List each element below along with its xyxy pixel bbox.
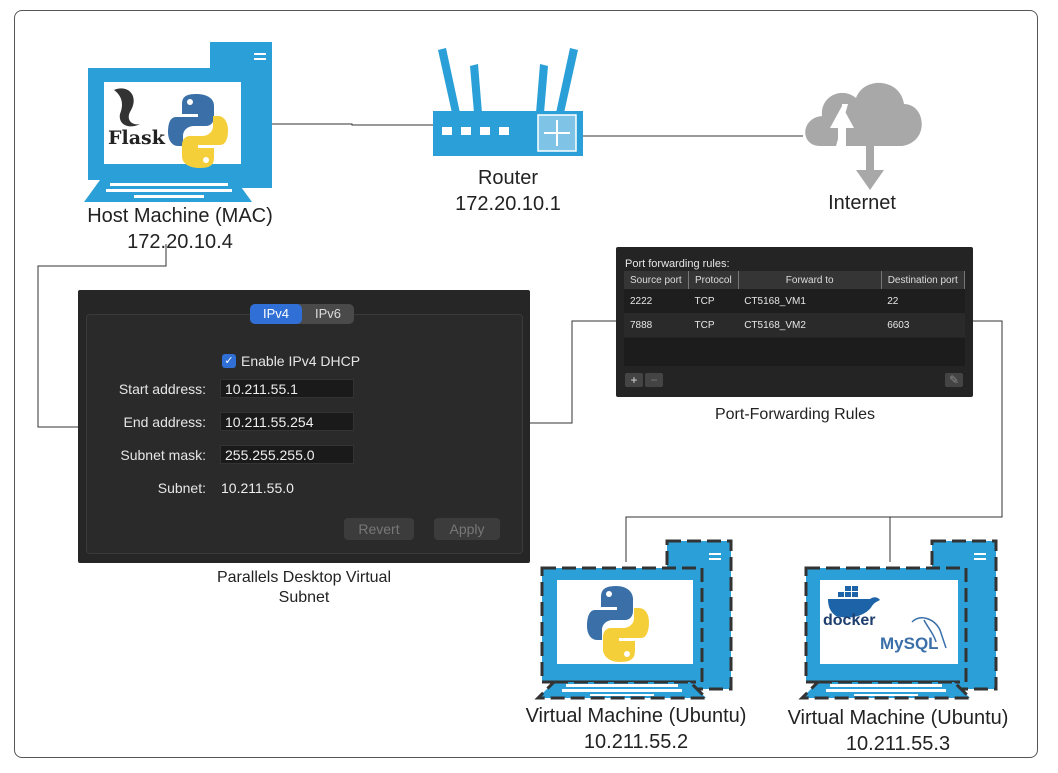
cell-forward-to: CT5168_VM2 [738, 313, 882, 337]
port-forwarding-caption: Port-Forwarding Rules [714, 406, 876, 423]
end-address-field[interactable]: 10.211.55.254 [220, 412, 354, 431]
col-destination-port[interactable]: Destination port [881, 271, 966, 289]
docker-whale-icon [828, 586, 880, 618]
table-row[interactable]: 7888 TCP CT5168_VM2 6603 [624, 313, 965, 337]
table-empty-area [624, 338, 965, 366]
ip-version-segmented-control: IPv4 IPv6 [250, 304, 354, 324]
table-row[interactable]: 2222 TCP CT5168_VM1 22 [624, 289, 965, 313]
tab-ipv6[interactable]: IPv6 [314, 306, 341, 321]
vm1-ip: 10.211.55.2 [583, 731, 689, 753]
revert-button[interactable]: Revert [344, 518, 414, 540]
dhcp-label: Enable IPv4 DHCP [241, 353, 361, 369]
cell-forward-to: CT5168_VM1 [738, 289, 882, 313]
subnet-portforward-link [530, 320, 616, 424]
docker-logo-text: docker [823, 612, 876, 629]
host-computer-icon [84, 42, 272, 202]
host-subnet-link [37, 244, 167, 428]
port-forwarding-panel: Port forwarding rules: Source port Proto… [616, 247, 973, 397]
cell-destination-port: 6603 [881, 313, 965, 337]
add-rule-button[interactable]: + [625, 373, 643, 387]
diagram-frame [14, 10, 1038, 758]
portforward-vm-link [625, 320, 1003, 562]
host-label: Host Machine (MAC) [87, 205, 273, 227]
router-ip: 172.20.10.1 [455, 193, 561, 215]
vm2-computer-icon [798, 539, 998, 700]
cell-source-port: 2222 [624, 289, 689, 313]
python-logo-icon [587, 586, 649, 662]
edit-rule-button[interactable]: ✎ [945, 373, 963, 387]
port-forwarding-table: Source port Protocol Forward to Destinat… [624, 271, 966, 337]
subnet-caption-line1: Parallels Desktop Virtual [216, 569, 391, 586]
tab-ipv4[interactable]: IPv4 [250, 304, 302, 324]
cloud-icon [805, 82, 922, 190]
vm2-ip: 10.211.55.3 [845, 733, 951, 755]
col-source-port[interactable]: Source port [624, 271, 689, 289]
col-forward-to[interactable]: Forward to [738, 271, 882, 289]
port-forwarding-title: Port forwarding rules: [625, 258, 730, 270]
end-address-label: End address: [123, 414, 207, 430]
connector-lines [37, 123, 1003, 562]
col-protocol[interactable]: Protocol [688, 271, 739, 289]
host-router-link [272, 123, 433, 126]
host-ip: 172.20.10.4 [127, 231, 233, 253]
subnet-settings-box [86, 314, 523, 554]
apply-button[interactable]: Apply [434, 518, 500, 540]
flask-logo-text: Flask [108, 127, 165, 149]
start-address-label: Start address: [118, 381, 206, 397]
vm2-label: Virtual Machine (Ubuntu) [787, 707, 1009, 729]
python-logo-icon [168, 94, 228, 168]
subnet-settings-panel: IPv4 IPv6 ✓ Enable IPv4 DHCP Start addre… [78, 290, 530, 563]
vm1-label: Virtual Machine (Ubuntu) [525, 705, 747, 727]
dhcp-checkbox[interactable]: ✓ [222, 354, 236, 368]
vm1-computer-icon [534, 539, 733, 700]
mysql-logo-text: MySQL [880, 634, 939, 653]
subnet-mask-label: Subnet mask: [120, 447, 206, 463]
cell-destination-port: 22 [881, 289, 965, 313]
internet-label: Internet [828, 192, 896, 214]
flask-horn-icon [114, 88, 140, 127]
router-label: Router [477, 167, 539, 189]
cell-protocol: TCP [688, 289, 739, 313]
subnet-label: Subnet: [157, 480, 206, 496]
router-icon [433, 48, 583, 156]
subnet-mask-field[interactable]: 255.255.255.0 [220, 445, 354, 464]
cell-protocol: TCP [688, 313, 739, 337]
subnet-caption-line2: Subnet [278, 589, 330, 606]
remove-rule-button[interactable]: − [645, 373, 663, 387]
mysql-dolphin-icon [911, 617, 947, 649]
cell-source-port: 7888 [624, 313, 689, 337]
start-address-field[interactable]: 10.211.55.1 [220, 379, 354, 398]
subnet-value: 10.211.55.0 [221, 480, 294, 496]
